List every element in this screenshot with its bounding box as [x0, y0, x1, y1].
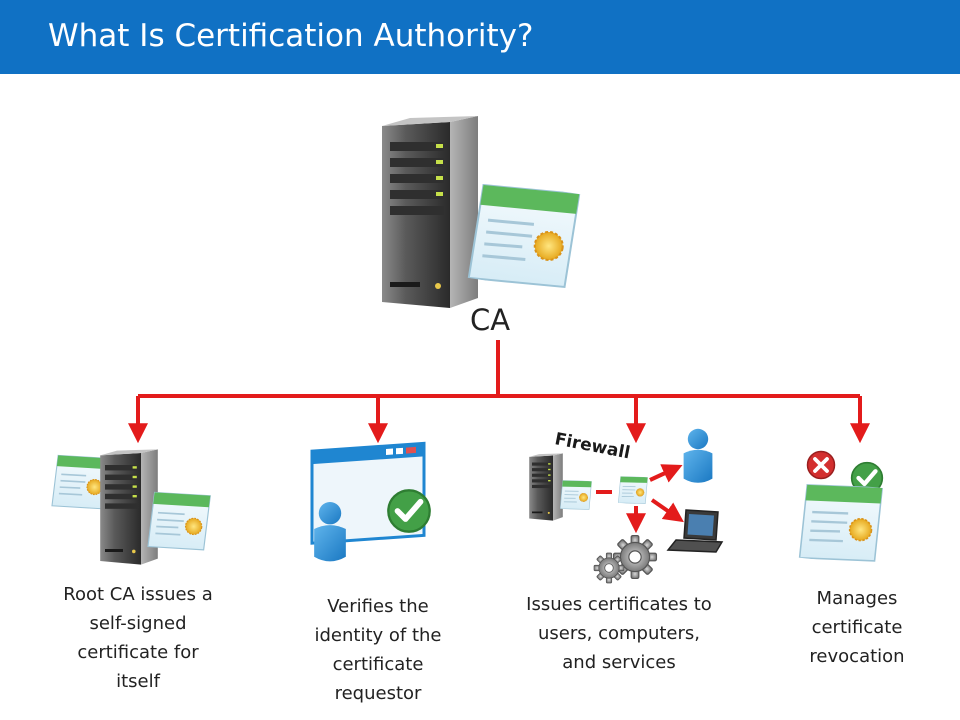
- user-icon: [683, 428, 713, 483]
- firewall-label: Firewall: [553, 429, 632, 463]
- certificate-icon: [147, 488, 212, 555]
- root-ca-illustration: [51, 449, 212, 565]
- server-icon: [100, 449, 158, 565]
- ca-label: CA: [469, 303, 511, 337]
- branch-label-verify: Verifies the identity of the certificate…: [314, 596, 442, 704]
- ca-certificate-icon: [467, 178, 581, 294]
- certificate-icon: [798, 479, 884, 566]
- connector-lines: [128, 340, 870, 444]
- gears-icon: [593, 534, 658, 584]
- issue-arrows: [596, 464, 684, 534]
- server-icon: [529, 453, 563, 521]
- verify-illustration: [310, 441, 430, 562]
- slide-title: What Is Certification Authority?: [48, 18, 534, 54]
- branch-label-revocation: Manages certificate revocation: [809, 588, 905, 667]
- revocation-illustration: [798, 450, 884, 566]
- title-bar: What Is Certification Authority?: [0, 0, 960, 74]
- branch-label-issue: Issues certificates to users, computers,…: [526, 594, 712, 673]
- check-icon: [388, 490, 429, 531]
- ca-server-icon: [382, 116, 478, 308]
- revoke-icon: [806, 450, 836, 480]
- issue-illustration: Firewall: [529, 428, 724, 584]
- certificate-icon: [559, 478, 593, 512]
- certificate-icon: [617, 474, 649, 506]
- laptop-icon: [666, 509, 724, 553]
- branch-label-root-ca: Root CA issues a self-signed certificate…: [63, 584, 213, 692]
